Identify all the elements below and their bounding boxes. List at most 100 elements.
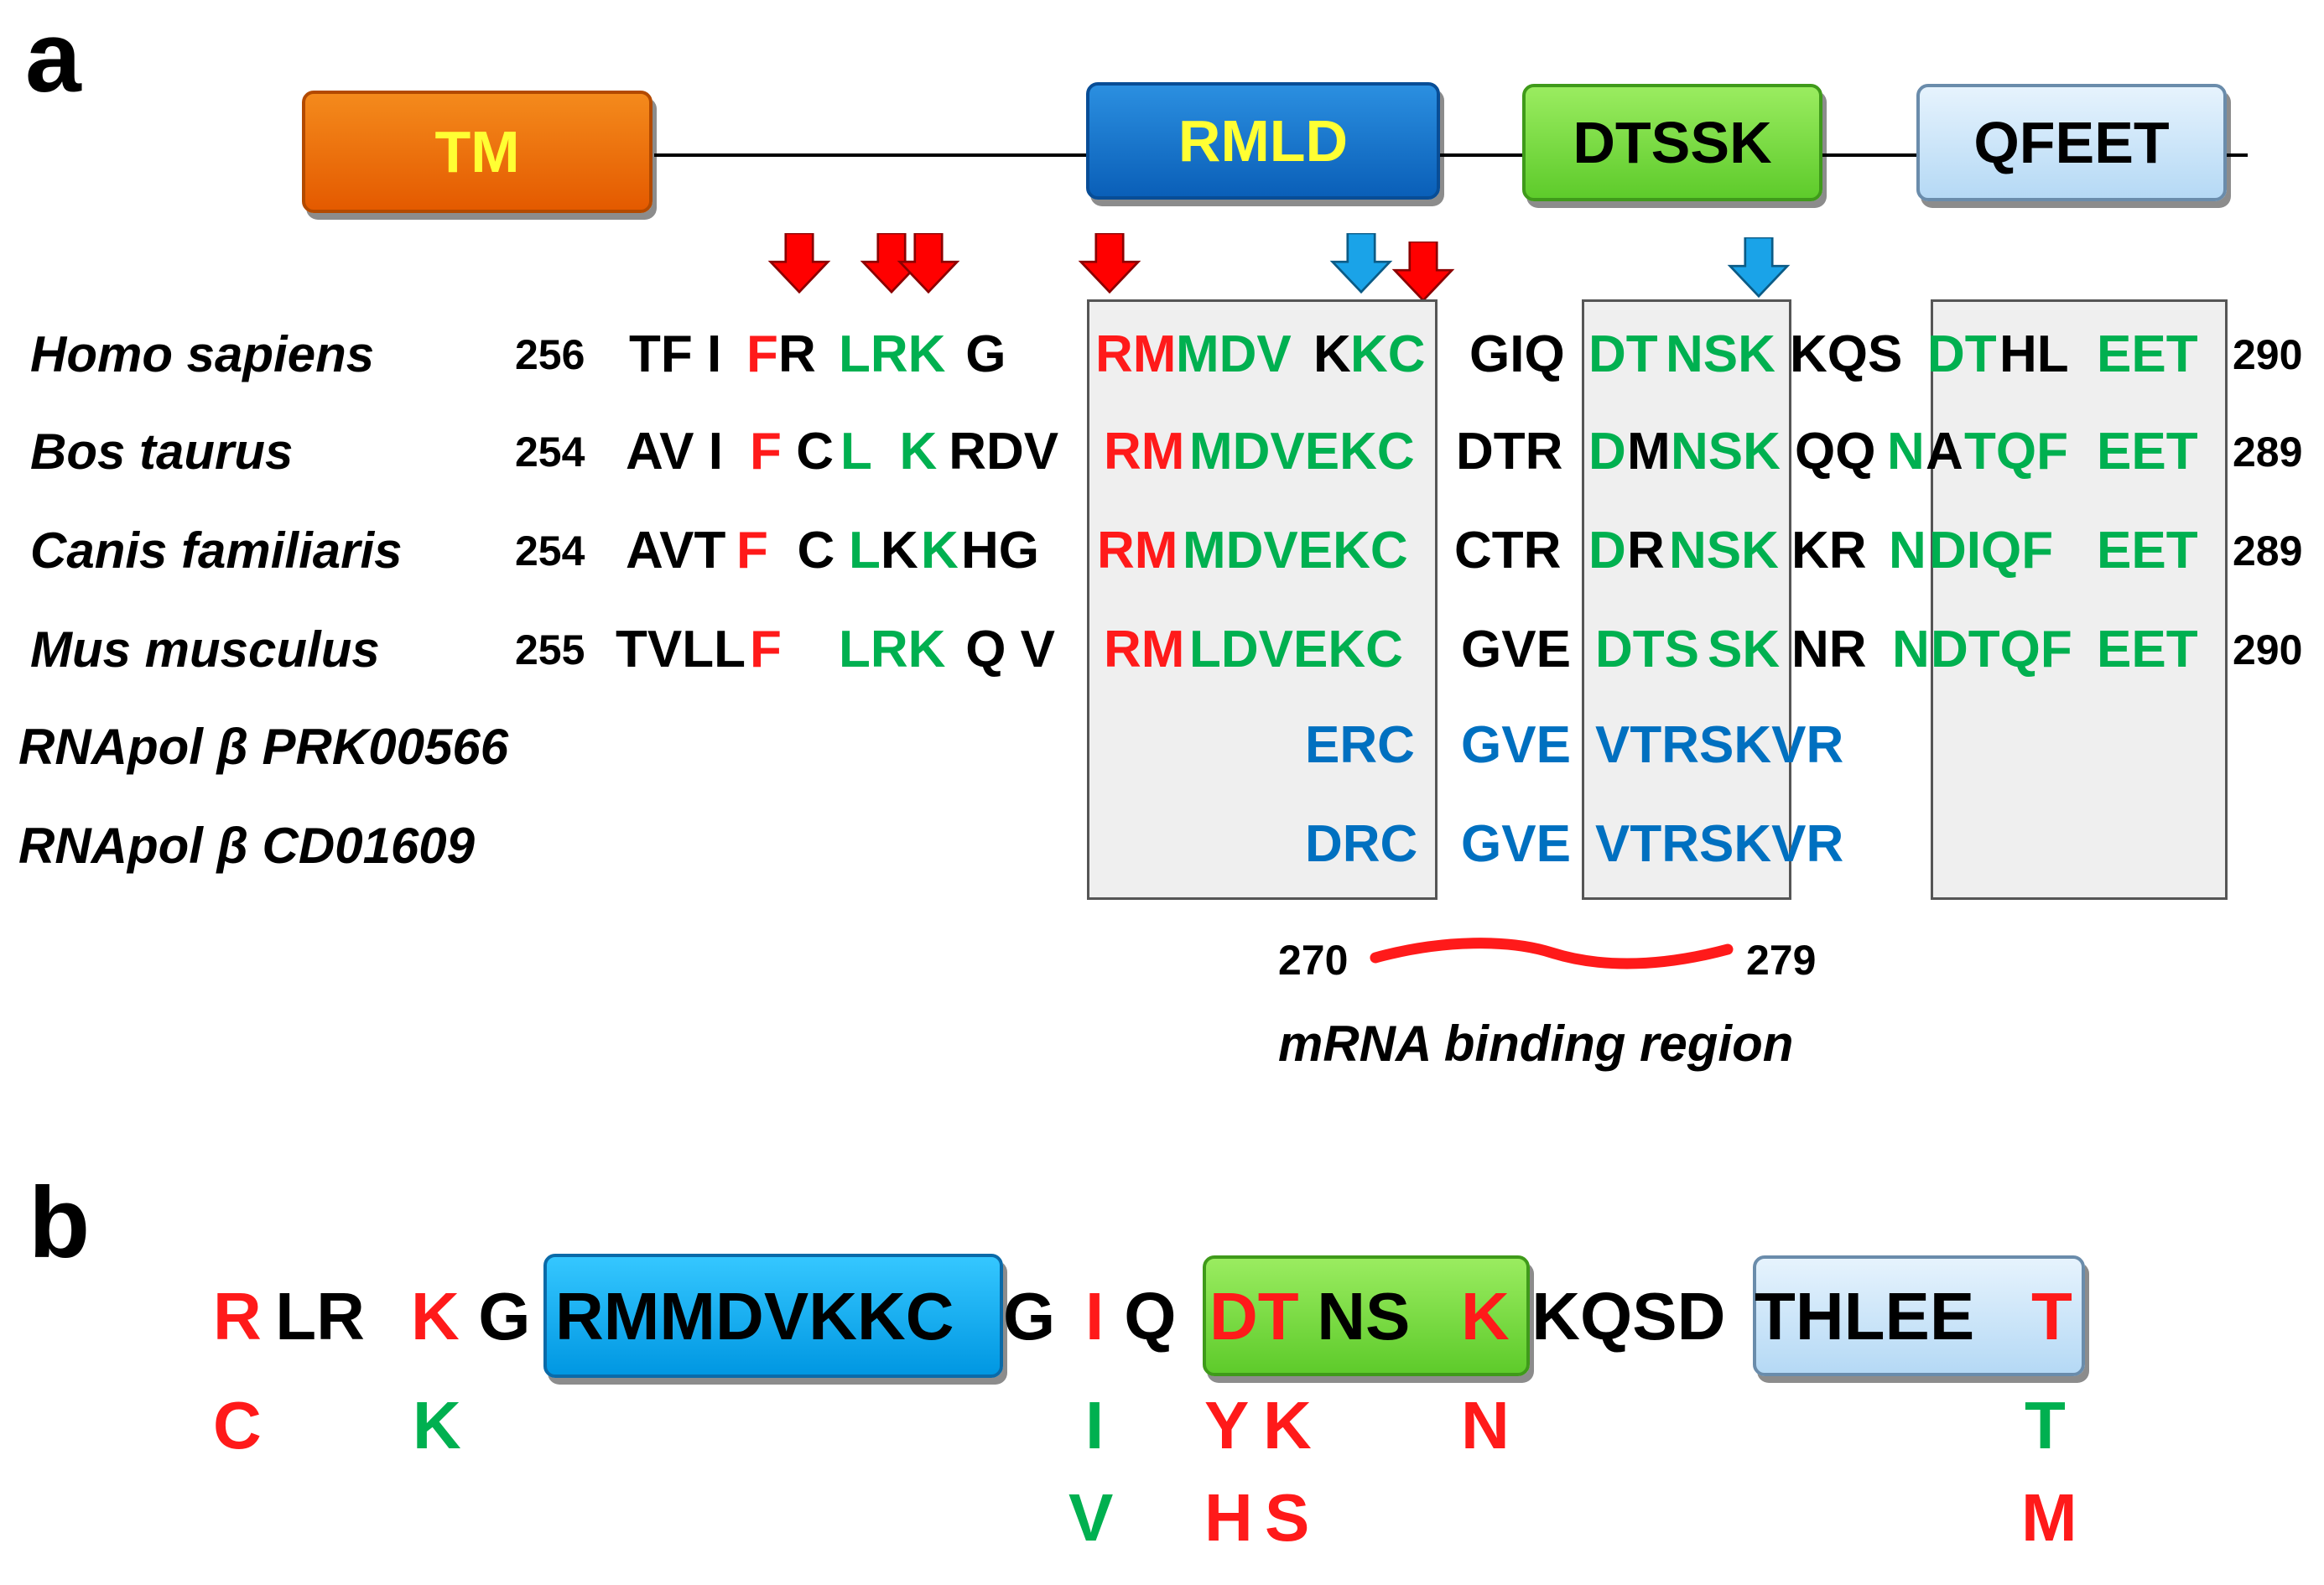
sequence-segment: ERC — [1305, 716, 1415, 774]
sequence-residue: THLEE — [1755, 1279, 1994, 1354]
start-residue: 255 — [515, 626, 585, 673]
sequence-segment: N — [1892, 621, 1930, 678]
sequence-segment: AVT — [626, 522, 726, 579]
sequence-segment: K — [1313, 325, 1351, 383]
sequence-segment — [782, 624, 825, 676]
sequence-segment: VTRSKVR — [1595, 716, 1844, 774]
domain-qfeet: QFEET — [1916, 84, 2227, 201]
end-residue: 289 — [2233, 429, 2303, 476]
domain-box-dtssk-b — [1203, 1255, 1530, 1376]
mutation-arrows — [769, 233, 1789, 302]
sequence-segment: RDV — [934, 423, 1059, 481]
sequence-segment: C — [768, 522, 835, 579]
sequence-segment: RM — [1095, 325, 1177, 383]
mutation-residue: K — [1263, 1388, 1312, 1463]
sequence-segment: LDVEKC — [1189, 621, 1403, 678]
species-label: Bos taurus — [30, 424, 294, 480]
sequence-segment: F — [750, 621, 782, 678]
red-arrow-icon — [1079, 233, 1140, 294]
mutation-residue: M — [2021, 1480, 2077, 1555]
sequence-segment: N — [1887, 423, 1925, 481]
binding-region-wave — [1370, 938, 1734, 969]
sequence-segment: C — [782, 423, 834, 481]
sequence-segment: DTS — [1595, 621, 1699, 678]
sequence-residue: KQSD — [1513, 1279, 1726, 1354]
start-residue: 254 — [515, 527, 585, 574]
domain-box-rmld-b — [543, 1254, 1003, 1378]
sequence-segment: D — [1588, 423, 1626, 481]
binding-start-number: 270 — [1278, 937, 1349, 984]
sequence-residue: G — [1003, 1279, 1074, 1354]
sequence-segment: NSK — [1669, 522, 1779, 579]
mutation-residue: I — [1085, 1388, 1105, 1463]
sequence-segment: NSK — [1671, 423, 1781, 481]
panel-b-letter: b — [29, 1167, 91, 1279]
sequence-segment: LRK — [839, 325, 946, 383]
sequence-residue: K — [1461, 1279, 1510, 1354]
panel-a-letter: a — [25, 1, 81, 113]
sequence-segment: EET — [2097, 621, 2198, 678]
sequence-segment: F — [746, 325, 778, 383]
species-label: RNApol β PRK00566 — [18, 719, 509, 775]
sequence-segment: NSK — [1666, 325, 1775, 383]
binding-region-caption: mRNA binding region — [1278, 1016, 1794, 1072]
sequence-segment: KR — [1791, 522, 1881, 579]
sequence-segment: N — [1889, 522, 1926, 579]
sequence-segment: R — [1627, 522, 1665, 579]
domain-tm: TM — [302, 91, 652, 213]
sequence-residue: RMMDVKKC — [555, 1279, 954, 1354]
sequence-segment: KC — [1350, 325, 1426, 383]
sequence-segment: DRC — [1305, 815, 1418, 873]
species-label: Canis familiaris — [30, 522, 403, 579]
start-residue: 254 — [515, 429, 585, 476]
sequence-segment: K — [881, 522, 918, 579]
sequence-segment: DIQF — [1929, 522, 2068, 579]
sequence-segment: LRK — [839, 621, 946, 678]
sequence-segment: GVE — [1461, 716, 1571, 774]
sequence-residue: I — [1085, 1279, 1105, 1354]
domain-rmld: RMLD — [1086, 82, 1440, 200]
mutation-residue: N — [1461, 1388, 1510, 1463]
sequence-residue: R — [213, 1279, 262, 1354]
red-arrow-icon — [769, 233, 829, 294]
sequence-segment: M — [1627, 423, 1671, 481]
sequence-segment: G — [951, 325, 1006, 383]
sequence-segment: GVE — [1461, 815, 1571, 873]
species-label: Homo sapiens — [30, 326, 375, 382]
species-label: RNApol β CD01609 — [18, 818, 476, 874]
binding-end-number: 279 — [1746, 937, 1817, 984]
sequence-segment: F — [750, 423, 782, 481]
mutation-residue: K — [413, 1388, 461, 1463]
sequence-segment: DT — [1588, 325, 1658, 383]
sequence-segment: QQ — [1795, 423, 1876, 481]
sequence-segment: NR — [1791, 621, 1881, 678]
end-residue: 289 — [2233, 527, 2303, 574]
sequence-segment: K — [921, 522, 959, 579]
sequence-residue: LR — [257, 1279, 384, 1354]
sequence-segment: RM — [1097, 522, 1178, 579]
sequence-residue: T — [2031, 1279, 2072, 1354]
red-arrow-icon — [1393, 242, 1453, 302]
domain-box-qfeet-b — [1753, 1255, 2085, 1376]
sequence-segment: EET — [2097, 325, 2198, 383]
sequence-segment: L — [849, 522, 881, 579]
species-label: Mus musculus — [30, 621, 380, 678]
sequence-segment: HG — [961, 522, 1039, 579]
mutation-residue: Y — [1204, 1388, 1250, 1463]
sequence-segment: DT — [1927, 325, 1997, 383]
sequence-residue: G — [460, 1279, 531, 1354]
mutation-residue: H — [1204, 1480, 1253, 1555]
shaded-box-qfeet — [1931, 299, 2228, 900]
sequence-segment: DTQF — [1931, 621, 2087, 678]
sequence-segment: EET — [2097, 522, 2198, 579]
blue-arrow-icon — [1331, 233, 1391, 294]
shaded-box-rmld — [1087, 299, 1438, 900]
sequence-segment: K — [871, 423, 938, 481]
end-residue: 290 — [2233, 331, 2303, 378]
sequence-segment: AV I — [626, 423, 738, 481]
end-residue: 290 — [2233, 626, 2303, 673]
sequence-segment: A — [1926, 423, 1963, 481]
mutation-residue: V — [1068, 1480, 1114, 1555]
sequence-segment: KQS — [1790, 325, 1903, 383]
